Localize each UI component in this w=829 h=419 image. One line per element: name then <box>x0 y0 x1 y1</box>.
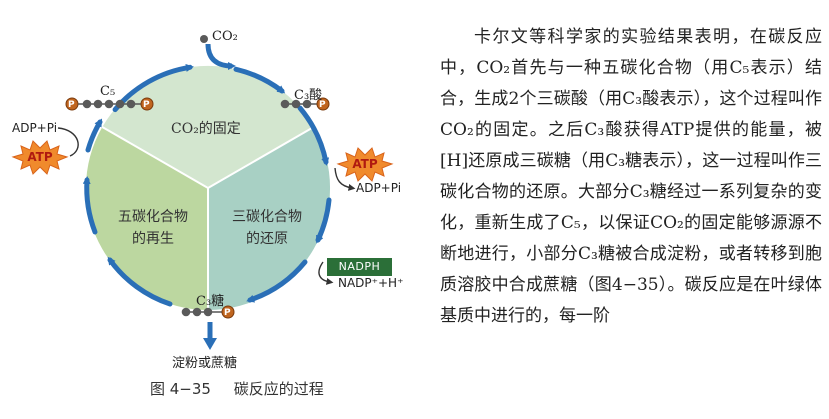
regeneration-label: 五碳化合物 的再生 <box>118 209 188 247</box>
nadph-badge: NADPH <box>327 258 392 276</box>
adp-arc-right <box>334 167 356 191</box>
starch-output-arrow <box>203 338 217 350</box>
phosphate-c5-right: P <box>143 100 150 110</box>
adp-pi-right-label: ADP+Pi <box>356 181 402 195</box>
atp-star-right <box>336 147 394 182</box>
sector-regeneration <box>85 127 208 311</box>
phosphate-c3-sugar: P <box>224 308 231 318</box>
reduction-label: 三碳化合物 的还原 <box>232 209 302 247</box>
body-text: 卡尔文等科学家的实验结果表明，在碳反应中，CO₂首先与一种五碳化合物（用C₅表示… <box>440 22 822 332</box>
co2-fixation-label: CO₂的固定 <box>171 121 241 137</box>
c3-sugar-molecule <box>181 305 235 319</box>
co2-input-arrow <box>205 43 236 70</box>
c3-acid-label: C₃酸 <box>294 88 323 103</box>
phosphate-c5-left: P <box>68 100 75 110</box>
co2-input-label: CO₂ <box>212 29 238 44</box>
starch-sucrose-label: 淀粉或蔗糖 <box>172 356 238 371</box>
phosphate-c3-acid: P <box>319 100 326 110</box>
co2-carbon-atom <box>200 35 208 43</box>
c5-label: C₅ <box>100 84 116 99</box>
figure-caption: 图 4−35 碳反应的过程 <box>150 378 324 399</box>
nadp-h-label: NADP⁺+H⁺ <box>338 276 404 290</box>
atp-left-label: ATP <box>27 150 53 164</box>
c3-sugar-label: C₃糖 <box>196 294 225 309</box>
atp-star-left <box>11 140 69 175</box>
calvin-cycle-diagram <box>11 35 394 350</box>
figure-number: 图 4−35 <box>150 380 211 398</box>
calvin-cycle-figure: CO₂ C₅ C₃酸 C₃糖 P P P P CO₂的固定 五碳化合物 的再生 … <box>11 29 404 371</box>
c5-molecule <box>65 97 154 111</box>
adp-pi-left-label: ADP+Pi <box>12 121 58 135</box>
figure-title: 碳反应的过程 <box>233 380 324 398</box>
cycle-arrows <box>82 63 332 307</box>
nadph-arc <box>318 261 334 285</box>
atp-right-label: ATP <box>352 157 378 171</box>
paragraph: 卡尔文等科学家的实验结果表明，在碳反应中，CO₂首先与一种五碳化合物（用C₅表示… <box>440 27 822 326</box>
adp-arc-left <box>57 127 79 157</box>
c3-acid-molecule <box>280 97 330 111</box>
sector-reduction <box>208 127 331 311</box>
